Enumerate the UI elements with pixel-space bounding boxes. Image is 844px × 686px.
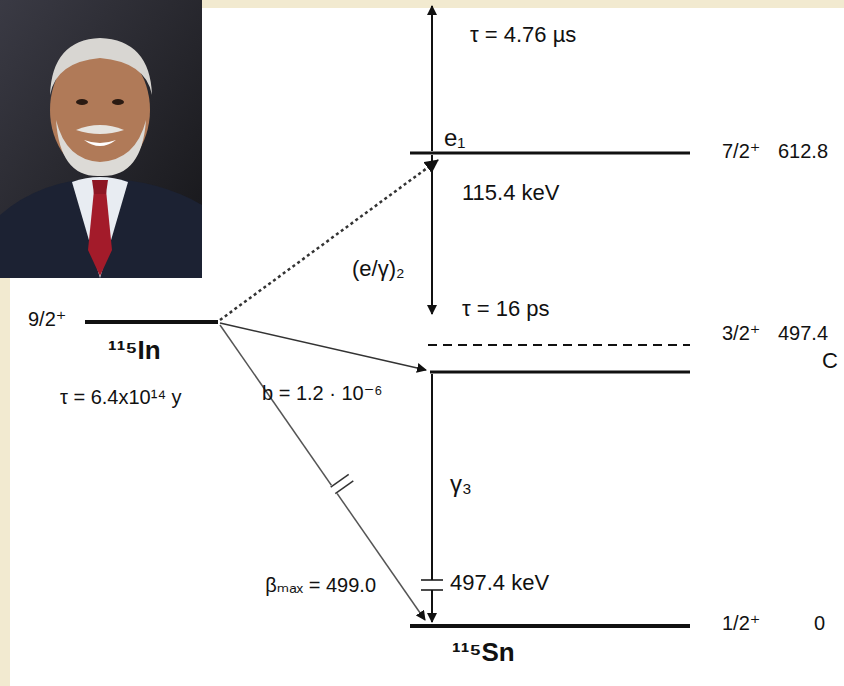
nuclide-name: ¹¹⁵In: [108, 336, 161, 366]
branch-arrow: [220, 325, 425, 620]
moustache: [76, 125, 124, 134]
level-energy: 0: [814, 612, 825, 635]
branch-arrow: [220, 323, 426, 370]
shirt: [72, 177, 128, 278]
transition-energy: 115.4 keV: [462, 180, 559, 205]
spin-parity: 9/2⁺: [28, 308, 66, 331]
hair: [50, 38, 152, 95]
tie-knot: [92, 180, 108, 194]
spin-parity: 3/2⁺: [722, 322, 760, 345]
portrait-photo: [0, 0, 202, 278]
break-mark: [335, 481, 353, 494]
dashed-level-line: [428, 344, 690, 346]
lifetime-label: τ = 6.4x10¹⁴ y: [60, 386, 182, 409]
spin-parity: 7/2⁺: [722, 140, 760, 163]
eye: [112, 99, 124, 105]
break-mark: [421, 579, 443, 581]
suit: [0, 178, 202, 278]
transition-energy: 497.4 keV: [450, 570, 549, 595]
branching-ratio: b = 1.2 · 10⁻⁶: [262, 382, 383, 405]
lifetime-label: τ = 4.76 µs: [470, 22, 576, 47]
eye: [76, 99, 88, 105]
break-mark: [421, 589, 443, 591]
break-mark: [331, 474, 349, 487]
level-energy: 612.8: [778, 140, 828, 163]
photo-background: [0, 0, 202, 278]
transition-arrow: [431, 155, 433, 314]
gamma-label: γ₃: [450, 470, 472, 498]
break-gap: [329, 473, 354, 495]
smile: [84, 140, 116, 146]
transition-label: (e/γ)₂: [352, 256, 405, 281]
lifetime-arrow: [431, 6, 433, 151]
beta-endpoint: βₘₐₓ = 499.0: [265, 574, 376, 597]
lifetime-label: τ = 16 ps: [462, 296, 550, 321]
white-panel: [10, 8, 844, 686]
level-line: [430, 371, 690, 374]
dotted-branch-arrow: [220, 160, 438, 320]
level-line: [410, 152, 690, 155]
nuclide-name: ¹¹⁵Sn: [452, 638, 515, 668]
level-line: [85, 320, 218, 324]
break-marks: [329, 473, 354, 495]
level-energy: 497.4: [778, 322, 828, 345]
electron-label: e₁: [444, 124, 465, 152]
edge-fragment: C: [822, 348, 838, 373]
tie: [88, 190, 112, 276]
level-line: [410, 624, 690, 628]
break-gap: [420, 580, 444, 590]
beard: [56, 120, 146, 176]
spin-parity: 1/2⁺: [722, 612, 760, 635]
